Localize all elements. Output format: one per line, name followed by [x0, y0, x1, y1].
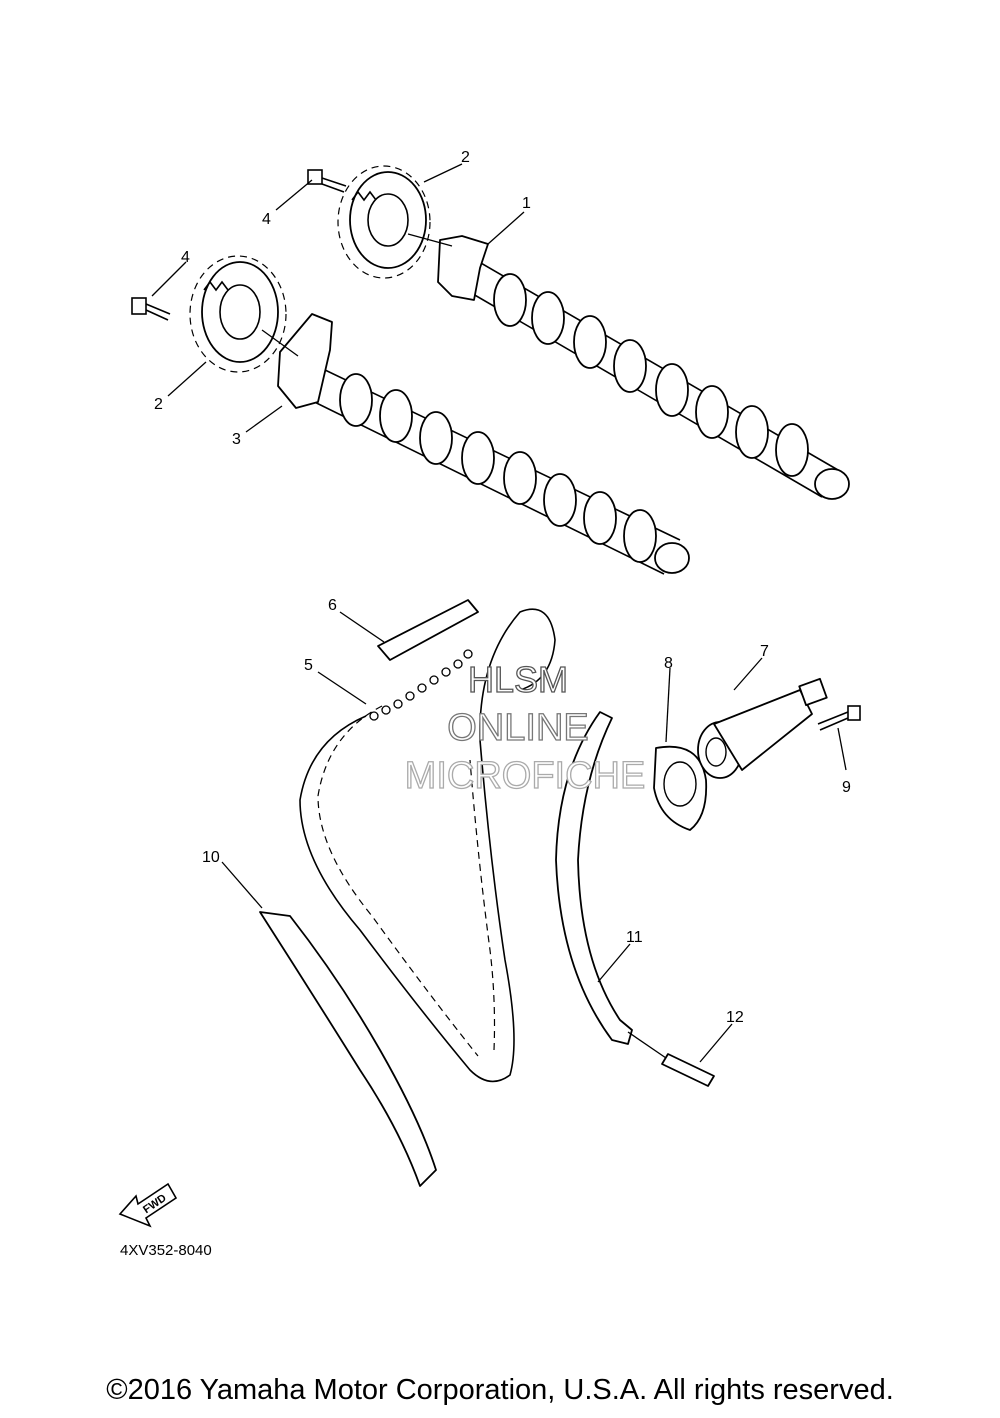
tensioner-bolt — [817, 705, 861, 731]
bolt-upper — [307, 169, 347, 193]
watermark-line-3: MICROFICHE — [405, 755, 646, 797]
leader-lines — [151, 163, 847, 1063]
callout-2-lower: 2 — [154, 396, 163, 413]
guide-pin — [627, 1031, 715, 1087]
callout-4-lower: 4 — [181, 249, 190, 266]
copyright-notice: ©2016 Yamaha Motor Corporation, U.S.A. A… — [106, 1374, 894, 1406]
callout-11: 11 — [626, 929, 643, 946]
callout-10: 10 — [202, 849, 220, 866]
callout-1: 1 — [522, 195, 531, 212]
watermark-line-2: ONLINE — [447, 707, 588, 749]
chain-guide-top — [377, 599, 479, 661]
callout-3: 3 — [232, 431, 241, 448]
callout-9: 9 — [842, 779, 851, 796]
gasket — [653, 745, 708, 831]
callout-2-upper: 2 — [461, 149, 470, 166]
callout-5: 5 — [304, 657, 313, 674]
tensioner-guide-left — [259, 911, 437, 1187]
diagram-code: 4XV352-8040 — [120, 1242, 212, 1259]
sprocket-lower — [189, 255, 299, 373]
sprocket-upper — [337, 165, 453, 279]
callout-7: 7 — [760, 643, 769, 660]
camshaft-lower — [277, 313, 690, 575]
cam-chain — [299, 608, 556, 1083]
callout-4-upper: 4 — [262, 211, 271, 228]
bolt-lower — [131, 297, 171, 321]
chain-tensioner — [697, 677, 828, 779]
callout-8: 8 — [664, 655, 673, 672]
watermark-line-1: HLSM — [468, 659, 568, 700]
chain-guide-right — [555, 711, 633, 1045]
watermark: HLSM ONLINE MICROFICHE — [404, 658, 646, 797]
callout-6: 6 — [328, 597, 337, 614]
camshaft-upper — [437, 235, 850, 500]
fwd-arrow-icon: FWD — [118, 1182, 178, 1228]
camshaft-chain-diagram: 1 2 4 4 2 3 6 5 7 8 9 10 11 12 FWD 4XV35… — [118, 149, 861, 1259]
callout-12: 12 — [726, 1009, 744, 1026]
